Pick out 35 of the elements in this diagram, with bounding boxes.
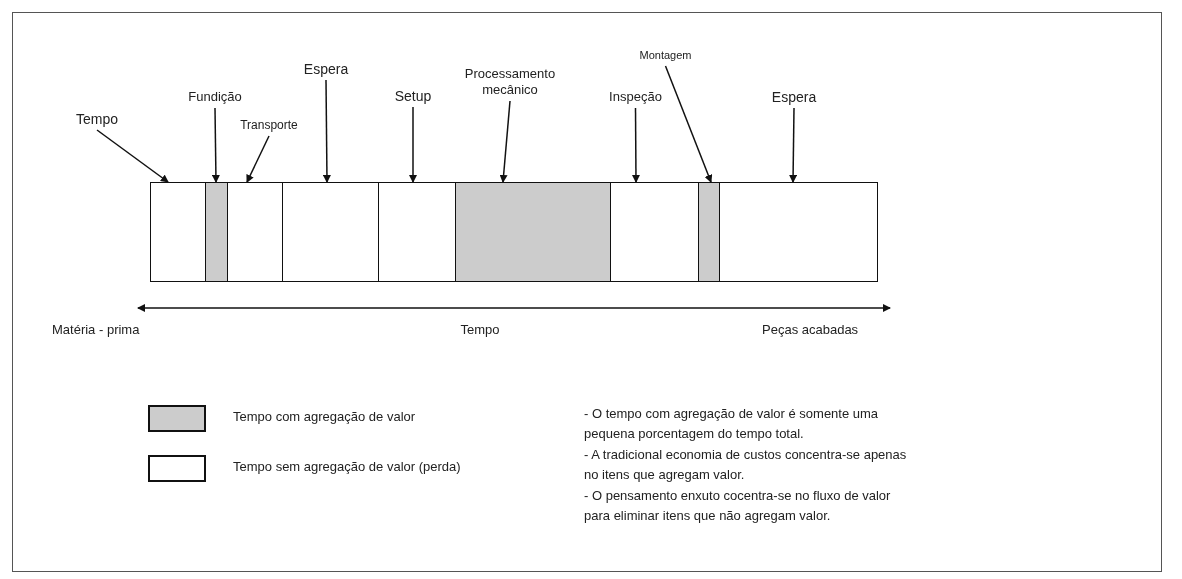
step-label: Espera [296,61,356,77]
step-label: Processamento mecânico [455,66,565,98]
leader-arrow [322,79,331,183]
note-text: - O pensamento enxuto cocentra-se no fluxo de valor para eliminar itens que não agregam valor. [584,487,892,525]
leader-arrow [211,107,220,183]
step-label: Setup [386,88,440,104]
step-label: Transporte [236,117,302,133]
time-segment [150,182,207,282]
step-label: Fundição [180,89,250,105]
leader-arrow [499,100,511,183]
time-segment [282,182,380,282]
step-label: Inspeção [608,89,663,105]
time-segment [610,182,700,282]
step-label: Espera [765,89,823,105]
legend-text: Tempo sem agregação de valor (perda) [233,458,462,476]
note-text: - A tradicional economia de custos concentra-se apenas no itens que agregam valor. [584,446,908,484]
leader-arrow [631,107,640,183]
note-text: - O tempo com agregação de valor é somente uma pequena porcentagem do tempo total. [584,405,880,443]
time-segment [227,182,284,282]
step-label: Tempo [72,111,122,127]
axis-label: Tempo [459,322,501,338]
leader-arrow [96,129,169,183]
time-segment [719,182,878,282]
time-segment [455,182,612,282]
axis-label: Matéria - prima [52,322,141,338]
time-segment [378,182,457,282]
leader-arrow [409,106,417,183]
leader-arrow [789,107,798,183]
axis-label: Peças acabadas [762,322,860,338]
time-segment [205,182,229,282]
leader-arrow [664,65,713,183]
leader-arrow [246,135,270,183]
time-segment [698,182,721,282]
step-label: Montagem [628,47,703,63]
legend-text: Tempo com agregação de valor [233,408,417,426]
